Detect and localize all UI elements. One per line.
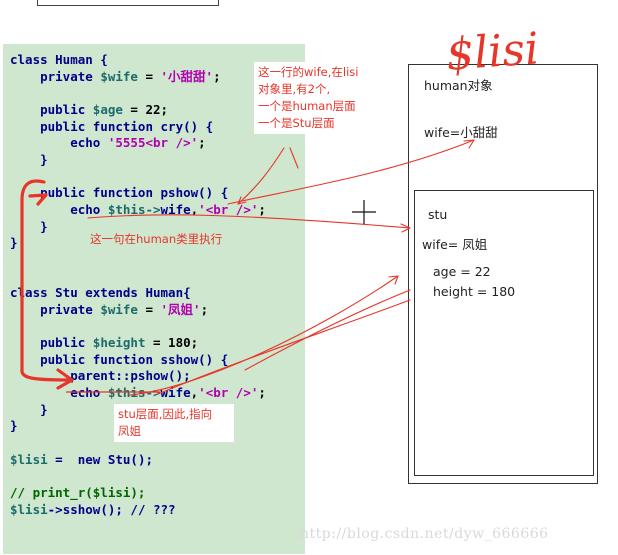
code-token: = [137, 68, 161, 84]
arrow-stu-line [157, 299, 411, 395]
stu-object-box [414, 190, 594, 476]
note-stu-level-line: stu层面,因此,指向 [118, 407, 213, 421]
code-token: $wife [100, 301, 138, 317]
code-token: wife [160, 385, 191, 400]
code-token: echo [10, 135, 108, 151]
note-wife-two-line: 一个是Stu层面 [258, 116, 335, 130]
code-token: private [10, 68, 101, 84]
code-token: $wife [100, 68, 138, 84]
code-line: public function cry() { [10, 119, 213, 135]
code-token: $lisi [10, 451, 48, 467]
top-frame-box [37, 0, 219, 6]
code-token: public function sshow() { [10, 351, 229, 367]
arrow-note-to-this-wife-b [289, 147, 299, 169]
call-bracket [20, 179, 74, 390]
arrow-exec-underline [87, 214, 411, 229]
handwriting-lisi: $lisi [444, 23, 540, 80]
code-token: } [10, 401, 48, 417]
code-token: class Stu extends Human{ [10, 285, 191, 301]
note-stu-level: stu层面,因此,指向 凤姐 [114, 404, 234, 442]
code-token: // print_r($lisi); [10, 484, 146, 500]
code-line: private $wife = '凤姐'; [10, 302, 208, 318]
code-line: public $height = 180; [10, 335, 198, 351]
code-token: wife [160, 201, 191, 217]
human-object-title: human对象 [424, 78, 493, 93]
arrow-note-to-this-wife [237, 147, 285, 205]
code-line: parent::pshow(); [10, 368, 191, 384]
code-line: class Human { [10, 52, 108, 68]
code-token: = 180; [145, 335, 199, 351]
code-line: public $age = 22; [10, 102, 168, 118]
note-wife-two-line: 这一行的wife,在lisi [258, 65, 359, 79]
code-line: class Stu extends Human{ [10, 285, 191, 301]
code-token: } [10, 235, 18, 251]
code-token: parent::pshow(); [10, 368, 191, 384]
code-token: , [190, 201, 199, 217]
code-token: '5555<br />' [107, 135, 199, 151]
code-token: ->sshow(); // ??? [47, 501, 176, 517]
note-wife-two-line: 一个是human层面 [258, 99, 356, 113]
code-line: } [10, 152, 48, 168]
code-token: $height [92, 335, 146, 351]
watermark: http://blog.csdn.net/dyw_666666 [300, 526, 549, 542]
code-line: public function pshow() { [10, 185, 228, 201]
code-token: '<br />' [198, 201, 259, 217]
code-token: public function pshow() { [10, 185, 229, 201]
code-token: } [10, 151, 48, 167]
code-token: '凤姐' [160, 301, 201, 317]
code-token: ; [213, 68, 221, 84]
stu-wife-value: wife= 凤姐 [422, 237, 488, 252]
code-token: '<br />' [198, 385, 259, 400]
code-token: $this-> [107, 201, 161, 217]
code-token: ; [258, 385, 266, 400]
arrow-note-to-this-wife-head [237, 196, 247, 205]
code-line: } [10, 219, 48, 235]
code-token: public [10, 101, 93, 117]
note-exec-in-human: 这一句在human类里执行 [90, 232, 223, 246]
code-line: $lisi->sshow(); // ??? [10, 502, 176, 518]
note-stu-level-line: 凤姐 [118, 424, 141, 438]
code-line: $lisi = new Stu(); [10, 452, 153, 468]
stu-object-title: stu [428, 207, 448, 222]
code-token: public function cry() { [10, 118, 214, 134]
age-value: age = 22 [433, 264, 491, 279]
code-token: ; [258, 201, 266, 217]
crosshair-cursor-icon [352, 200, 376, 224]
arrow-stu-to-stu-wife [129, 275, 399, 396]
code-token: public [10, 335, 93, 351]
code-token: } [10, 418, 18, 434]
code-token: $age [92, 101, 123, 117]
code-token: echo [10, 201, 108, 217]
code-token: private [10, 301, 101, 317]
arrow-exec-underline-head [400, 223, 411, 233]
code-token: class Human { [10, 52, 108, 67]
code-line: } [10, 418, 18, 434]
code-token: = new Stu(); [47, 451, 153, 467]
code-line: echo '5555<br />'; [10, 135, 206, 151]
arrow-stu-line-b [244, 289, 411, 371]
code-line: } [10, 402, 48, 418]
code-token: ; [198, 135, 206, 151]
code-line: // print_r($lisi); [10, 485, 145, 501]
code-token: $lisi [10, 501, 48, 517]
note-wife-two-line: 对象里,有2个, [258, 82, 331, 96]
code-token: ; [200, 301, 209, 317]
code-token: = [137, 301, 161, 317]
code-token: , [190, 385, 199, 400]
code-token: } [10, 218, 48, 234]
arrow-pshow-to-human-wife [227, 139, 475, 205]
code-token: '小甜甜' [160, 68, 214, 84]
height-value: height = 180 [433, 284, 516, 299]
code-line: echo $this->wife,'<br />'; [10, 202, 266, 218]
arrow-pshow-to-human-wife-head [463, 139, 475, 149]
code-line: public function sshow() { [10, 352, 228, 368]
arrow-stu-to-stu-wife-head [388, 275, 399, 285]
code-line: echo $this->wife,'<br />'; [10, 385, 266, 401]
code-token: = 22; [122, 101, 169, 117]
note-wife-two: 这一行的wife,在lisi 对象里,有2个, 一个是human层面 一个是St… [254, 62, 363, 134]
code-line: private $wife = '小甜甜'; [10, 69, 221, 85]
code-line: } [10, 235, 18, 251]
human-wife-value: wife=小甜甜 [424, 125, 498, 140]
